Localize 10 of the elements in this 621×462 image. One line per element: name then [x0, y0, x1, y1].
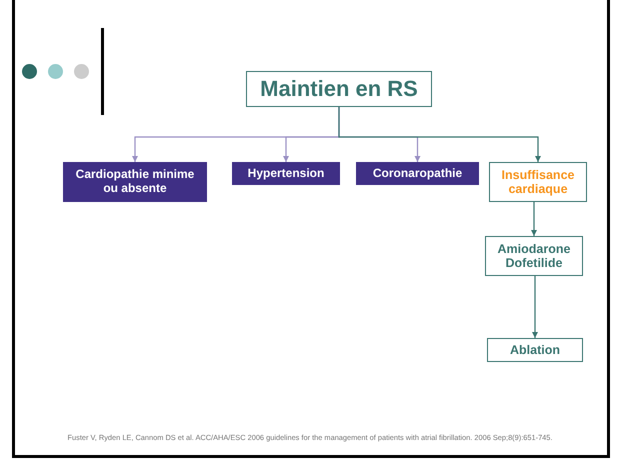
node-box: Insuffisance cardiaque [489, 162, 587, 202]
arrow [532, 276, 538, 338]
node-box: Coronaropathie [356, 162, 479, 185]
arrow [531, 202, 537, 236]
node-box: Amiodarone Dofetilide [485, 236, 583, 276]
arrow [338, 107, 541, 162]
node-box: Hypertension [232, 162, 340, 185]
node-box: Ablation [487, 338, 583, 362]
node-box: Maintien en RS [246, 71, 432, 107]
node-box: Cardiopathie minime ou absente [63, 162, 207, 202]
